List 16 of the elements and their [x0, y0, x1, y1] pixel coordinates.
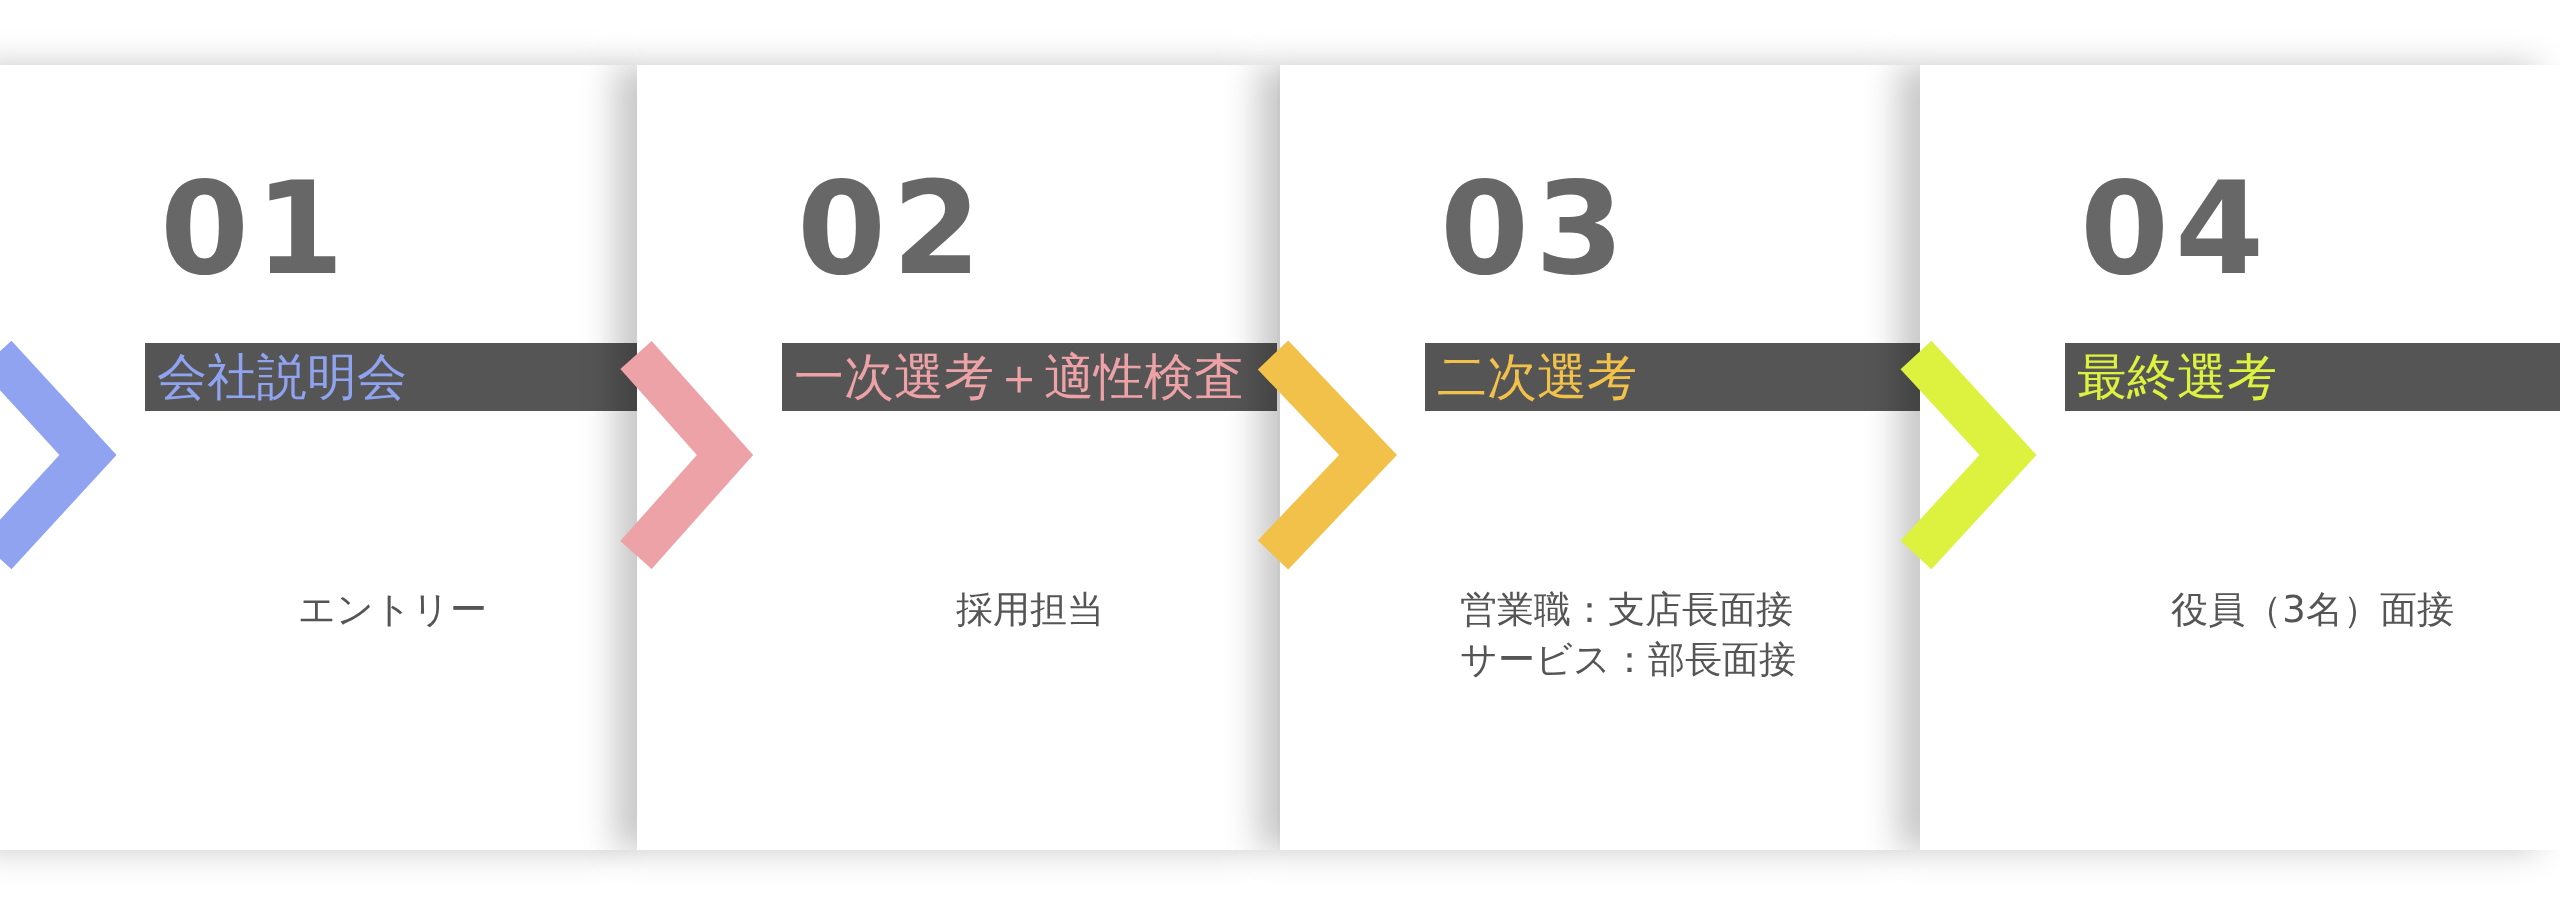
step-card — [1920, 65, 2560, 850]
step-card — [0, 65, 640, 850]
step-heading: 最終選考 — [2065, 343, 2560, 411]
step-heading: 一次選考＋適性検査 — [782, 343, 1277, 411]
step-card — [637, 65, 1277, 850]
step-number: 02 — [797, 165, 988, 293]
step-number: 01 — [160, 165, 351, 293]
step-description: 役員（3名）面接 — [2170, 587, 2455, 633]
step-description: 営業職：支店長面接サービス：部長面接 — [1460, 587, 1797, 683]
step-description: エントリー — [297, 587, 488, 633]
step-heading: 会社説明会 — [145, 343, 640, 411]
step-description: 採用担当 — [954, 587, 1105, 633]
step-heading: 二次選考 — [1425, 343, 1920, 411]
step-card — [1280, 65, 1920, 850]
step-number: 03 — [1440, 165, 1631, 293]
step-number: 04 — [2080, 165, 2271, 293]
